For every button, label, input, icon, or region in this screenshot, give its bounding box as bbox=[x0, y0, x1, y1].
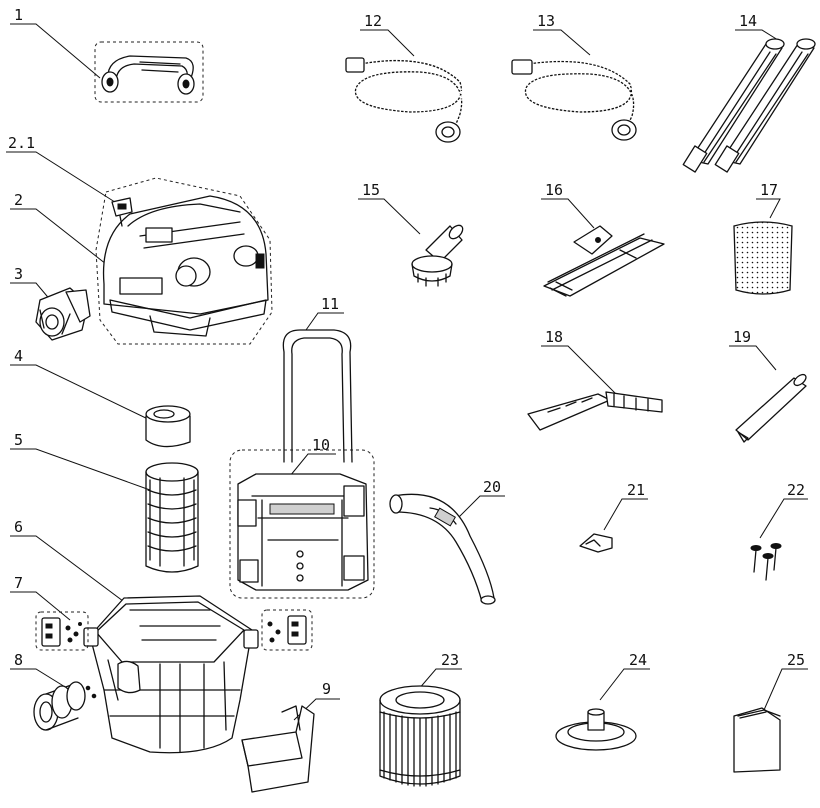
part-16-floor-nozzle bbox=[543, 225, 665, 297]
callout-24: 24 bbox=[629, 651, 647, 669]
part-6-tank bbox=[83, 595, 259, 754]
part-1-handle bbox=[94, 41, 204, 103]
part-4-foam-filter bbox=[145, 405, 191, 448]
callout-8: 8 bbox=[14, 651, 23, 669]
leader-lines bbox=[6, 23, 808, 721]
callout-3: 3 bbox=[14, 265, 23, 283]
callout-15: 15 bbox=[362, 181, 380, 199]
part-14-extension-wands bbox=[682, 38, 816, 173]
callout-23: 23 bbox=[441, 651, 459, 669]
callout-13: 13 bbox=[537, 12, 555, 30]
part-20-curved-wand bbox=[389, 493, 496, 605]
callout-19: 19 bbox=[733, 328, 751, 346]
part-8-adapter bbox=[33, 681, 97, 731]
part-25-manual bbox=[733, 707, 781, 773]
part-5-filter-cage bbox=[145, 462, 199, 573]
callout-20: 20 bbox=[483, 478, 501, 496]
part-9-accessory-holder bbox=[241, 705, 315, 793]
callout-18: 18 bbox=[545, 328, 563, 346]
part-18-utility-nozzle bbox=[527, 391, 663, 431]
part-13-hose bbox=[511, 59, 637, 141]
part-24-filter-lid bbox=[555, 708, 637, 751]
part-19-crevice-tool bbox=[735, 373, 807, 443]
part-17-filter-bag bbox=[733, 221, 793, 295]
callout-25: 25 bbox=[787, 651, 805, 669]
callout-14: 14 bbox=[739, 12, 757, 30]
callout-2-1: 2.1 bbox=[8, 134, 35, 152]
part-15-round-brush bbox=[411, 224, 464, 287]
callout-4: 4 bbox=[14, 347, 23, 365]
callout-11: 11 bbox=[321, 295, 339, 313]
callout-6: 6 bbox=[14, 518, 23, 536]
callout-12: 12 bbox=[364, 12, 382, 30]
part-21-clip bbox=[579, 533, 613, 553]
callout-9: 9 bbox=[322, 680, 331, 698]
callout-22: 22 bbox=[787, 481, 805, 499]
callout-2: 2 bbox=[14, 191, 23, 209]
callout-5: 5 bbox=[14, 431, 23, 449]
part-7-latch-kit bbox=[35, 609, 313, 651]
part-11-extension-handle bbox=[282, 329, 353, 463]
callout-16: 16 bbox=[545, 181, 563, 199]
part-10-caster-base bbox=[229, 449, 375, 599]
part-12-hose bbox=[345, 57, 464, 143]
part-2-power-head bbox=[95, 177, 273, 345]
part-23-cartridge-filter bbox=[379, 685, 461, 787]
callout-17: 17 bbox=[760, 181, 778, 199]
callout-7: 7 bbox=[14, 574, 23, 592]
part-3-float-nozzle bbox=[35, 287, 91, 341]
part-22-screws bbox=[750, 543, 782, 581]
callout-1: 1 bbox=[14, 6, 23, 24]
callout-10: 10 bbox=[312, 436, 330, 454]
callout-21: 21 bbox=[627, 481, 645, 499]
